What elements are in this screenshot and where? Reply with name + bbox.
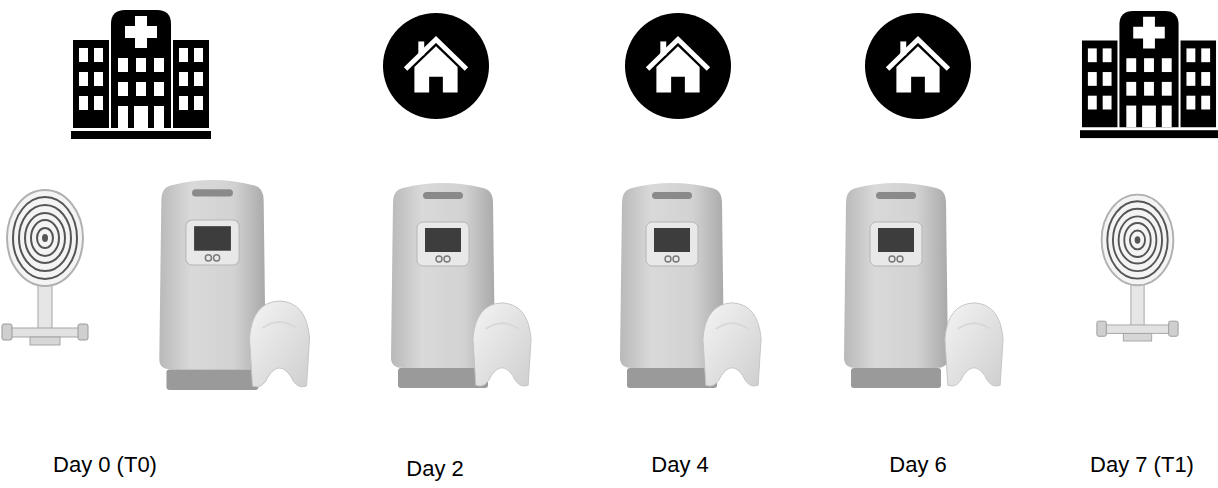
hospital-icon bbox=[1080, 11, 1218, 138]
day-label: Day 2 bbox=[406, 456, 463, 482]
day-label: Day 6 bbox=[889, 452, 946, 478]
day-label: Day 7 (T1) bbox=[1090, 452, 1194, 478]
home-icon bbox=[625, 13, 731, 119]
home-icon bbox=[383, 13, 489, 119]
day-label: Day 4 bbox=[651, 452, 708, 478]
eye-cup bbox=[703, 303, 761, 386]
home-icon bbox=[865, 13, 971, 119]
eye-cup bbox=[473, 303, 531, 386]
topographer-device bbox=[2, 190, 88, 345]
eye-cup bbox=[945, 303, 1003, 386]
topographer-device bbox=[1097, 195, 1178, 341]
treatment-device bbox=[159, 180, 265, 390]
treatment-device bbox=[844, 183, 948, 388]
day-label: Day 0 (T0) bbox=[53, 452, 157, 478]
hospital-icon bbox=[71, 10, 211, 139]
eye-cup bbox=[250, 301, 310, 387]
